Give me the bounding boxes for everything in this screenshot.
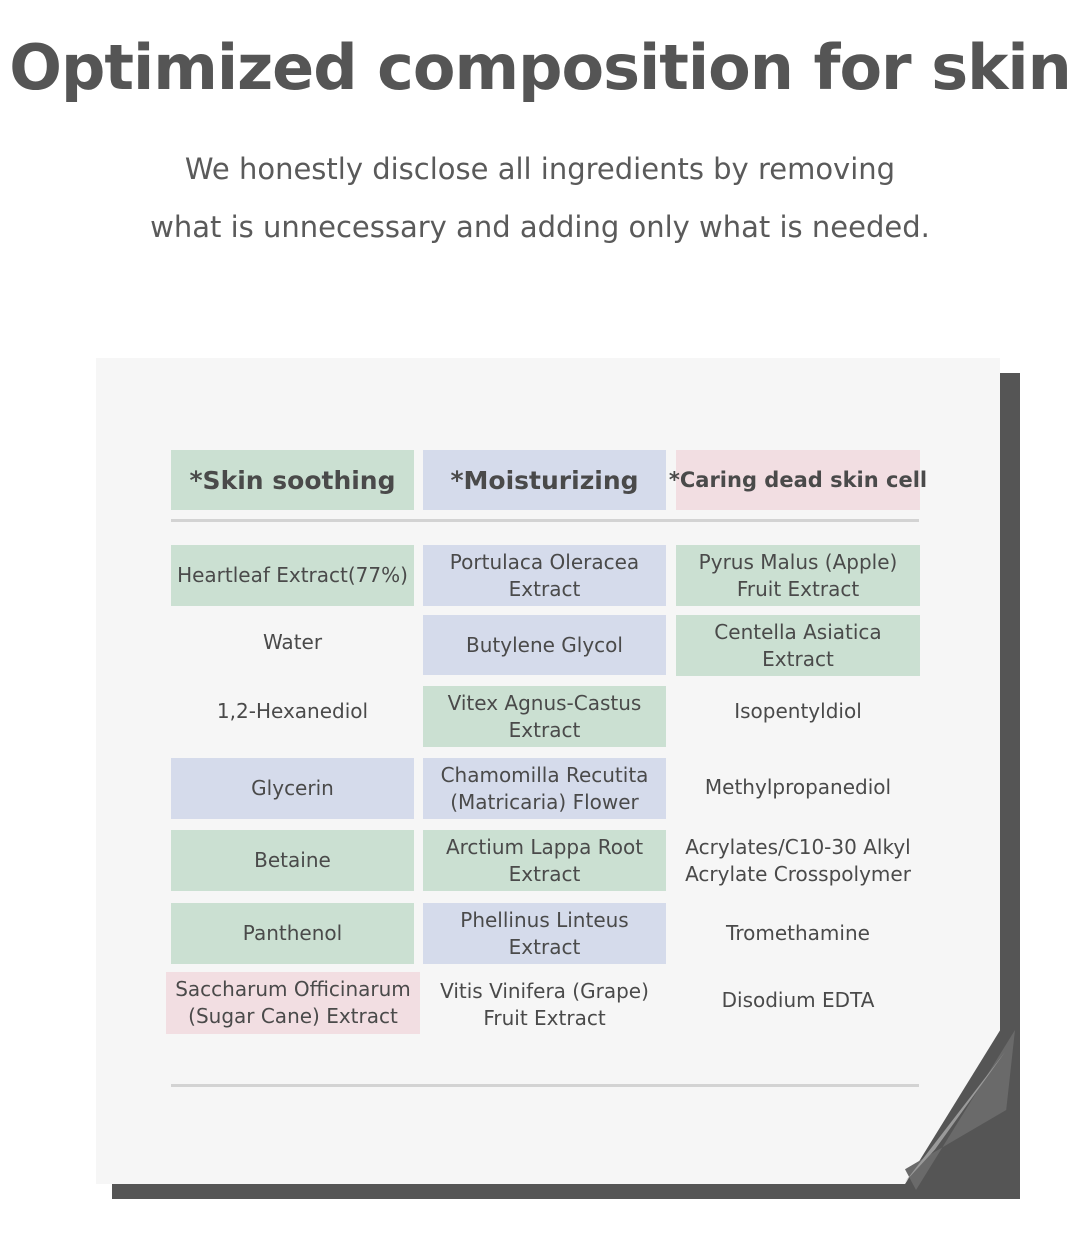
ingredient-cell: Phellinus Linteus Extract — [423, 903, 666, 964]
ingredient-cell: Betaine — [171, 830, 414, 891]
ingredient-cell: Disodium EDTA — [721, 988, 875, 1012]
subtitle-line-1: We honestly disclose all ingredients by … — [184, 152, 896, 186]
subtitle-line-2: what is unnecessary and adding only what… — [150, 210, 930, 244]
category-caring-dead-skin-cell: *Caring dead skin cell — [669, 450, 927, 510]
ingredient-cell: Arctium Lappa Root Extract — [423, 830, 666, 891]
category-moisturizing: *Moisturizing — [423, 450, 666, 510]
ingredient-cell: Glycerin — [171, 758, 414, 819]
ingredient-cell: Water — [262, 630, 323, 654]
header-divider — [171, 519, 919, 522]
footer-divider — [171, 1084, 919, 1087]
ingredient-cell: Methylpropanediol — [704, 775, 892, 799]
ingredient-cell: Portulaca Oleracea Extract — [423, 545, 666, 606]
ingredient-cell: Centella Asiatica Extract — [676, 615, 920, 676]
category-skin-soothing: *Skin soothing — [171, 450, 414, 510]
ingredient-cell: Acrylates/C10-30 Alkyl Acrylate Crosspol… — [685, 835, 911, 886]
ingredient-cell: Saccharum Officinarum (Sugar Cane) Extra… — [166, 972, 420, 1034]
ingredient-cell: Heartleaf Extract(77%) — [171, 545, 414, 606]
ingredient-cell: Isopentyldiol — [734, 699, 862, 723]
ingredient-cell: Chamomilla Recutita (Matricaria) Flower — [423, 758, 666, 819]
ingredient-cell: Vitis Vinifera (Grape) Fruit Extract — [440, 979, 649, 1030]
ingredient-cell: Tromethamine — [726, 921, 870, 945]
ingredient-cell: Pyrus Malus (Apple) Fruit Extract — [676, 545, 920, 606]
ingredient-cell: 1,2-Hexanediol — [216, 699, 369, 723]
ingredient-cell: Vitex Agnus-Castus Extract — [423, 686, 666, 747]
page-subtitle: We honestly disclose all ingredients by … — [0, 140, 1080, 256]
ingredient-cell: Panthenol — [171, 903, 414, 964]
page-title: Optimized composition for skin — [9, 31, 1071, 104]
ingredient-cell: Butylene Glycol — [423, 615, 666, 675]
